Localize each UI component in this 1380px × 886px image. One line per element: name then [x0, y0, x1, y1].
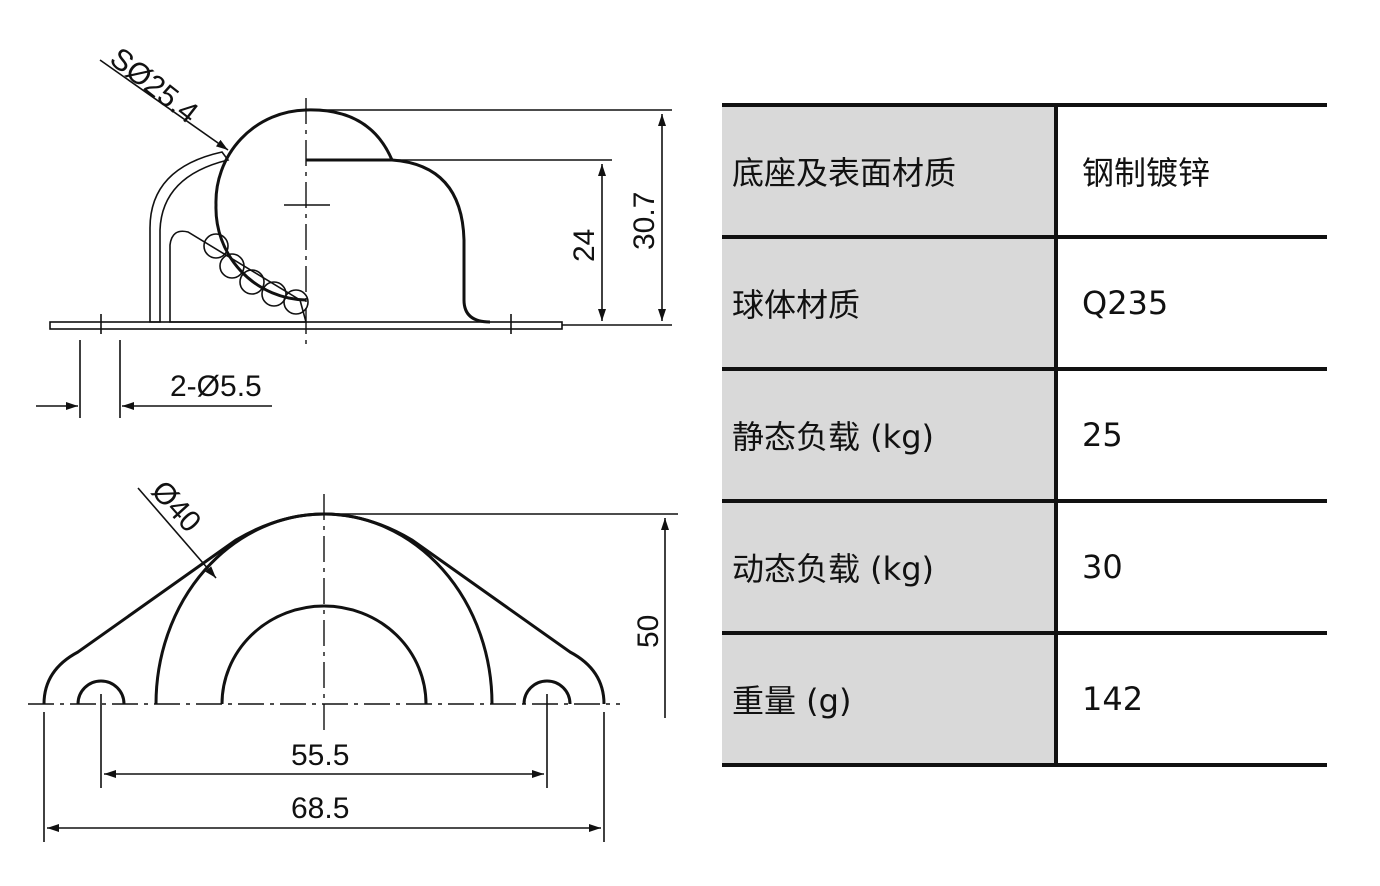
- hole-spacing-label: 55.5: [291, 739, 349, 772]
- table-row: 重量 (g) 142: [722, 631, 1327, 767]
- hole-spec-label: 2-Ø5.5: [170, 370, 262, 403]
- side-view: SØ25.4 24 30.7 2-Ø5.5: [36, 42, 672, 418]
- spec-table: 底座及表面材质 钢制镀锌 球体材质 Q235 静态负载 (kg) 25 动态负载…: [722, 103, 1327, 767]
- table-row: 动态负载 (kg) 30: [722, 499, 1327, 635]
- spec-value: Q235: [1056, 235, 1327, 371]
- spec-label: 球体材质: [722, 235, 1058, 371]
- left-hole: [76, 679, 126, 705]
- sphere: [214, 108, 307, 302]
- housing-section: [149, 151, 230, 323]
- ball-bearings: [203, 233, 309, 315]
- dome-dia-label: Ø40: [145, 475, 207, 539]
- table-row: 球体材质 Q235: [722, 235, 1327, 371]
- spec-label: 动态负载 (kg): [722, 499, 1058, 635]
- spec-label: 静态负载 (kg): [722, 367, 1058, 503]
- sphere-dia-label: SØ25.4: [104, 42, 204, 131]
- spec-value: 30: [1056, 499, 1327, 635]
- depth-label: 50: [632, 615, 665, 648]
- right-hole: [522, 679, 572, 705]
- technical-drawing: SØ25.4 24 30.7 2-Ø5.5 Ø40 50: [28, 42, 678, 842]
- overall-width-label: 68.5: [291, 792, 349, 825]
- table-row: 底座及表面材质 钢制镀锌: [722, 103, 1327, 239]
- inner-dome: [220, 604, 428, 705]
- total-height-label: 30.7: [628, 192, 661, 250]
- spec-value: 钢制镀锌: [1056, 103, 1327, 239]
- spec-value: 25: [1056, 367, 1327, 503]
- spec-label: 底座及表面材质: [722, 103, 1058, 239]
- inner-height-label: 24: [568, 229, 601, 262]
- table-row: 静态负载 (kg) 25: [722, 367, 1327, 503]
- spec-label: 重量 (g): [722, 631, 1058, 767]
- top-view: Ø40 50 55.5 68.5: [28, 475, 678, 842]
- dome-housing: [306, 158, 491, 324]
- spec-value: 142: [1056, 631, 1327, 767]
